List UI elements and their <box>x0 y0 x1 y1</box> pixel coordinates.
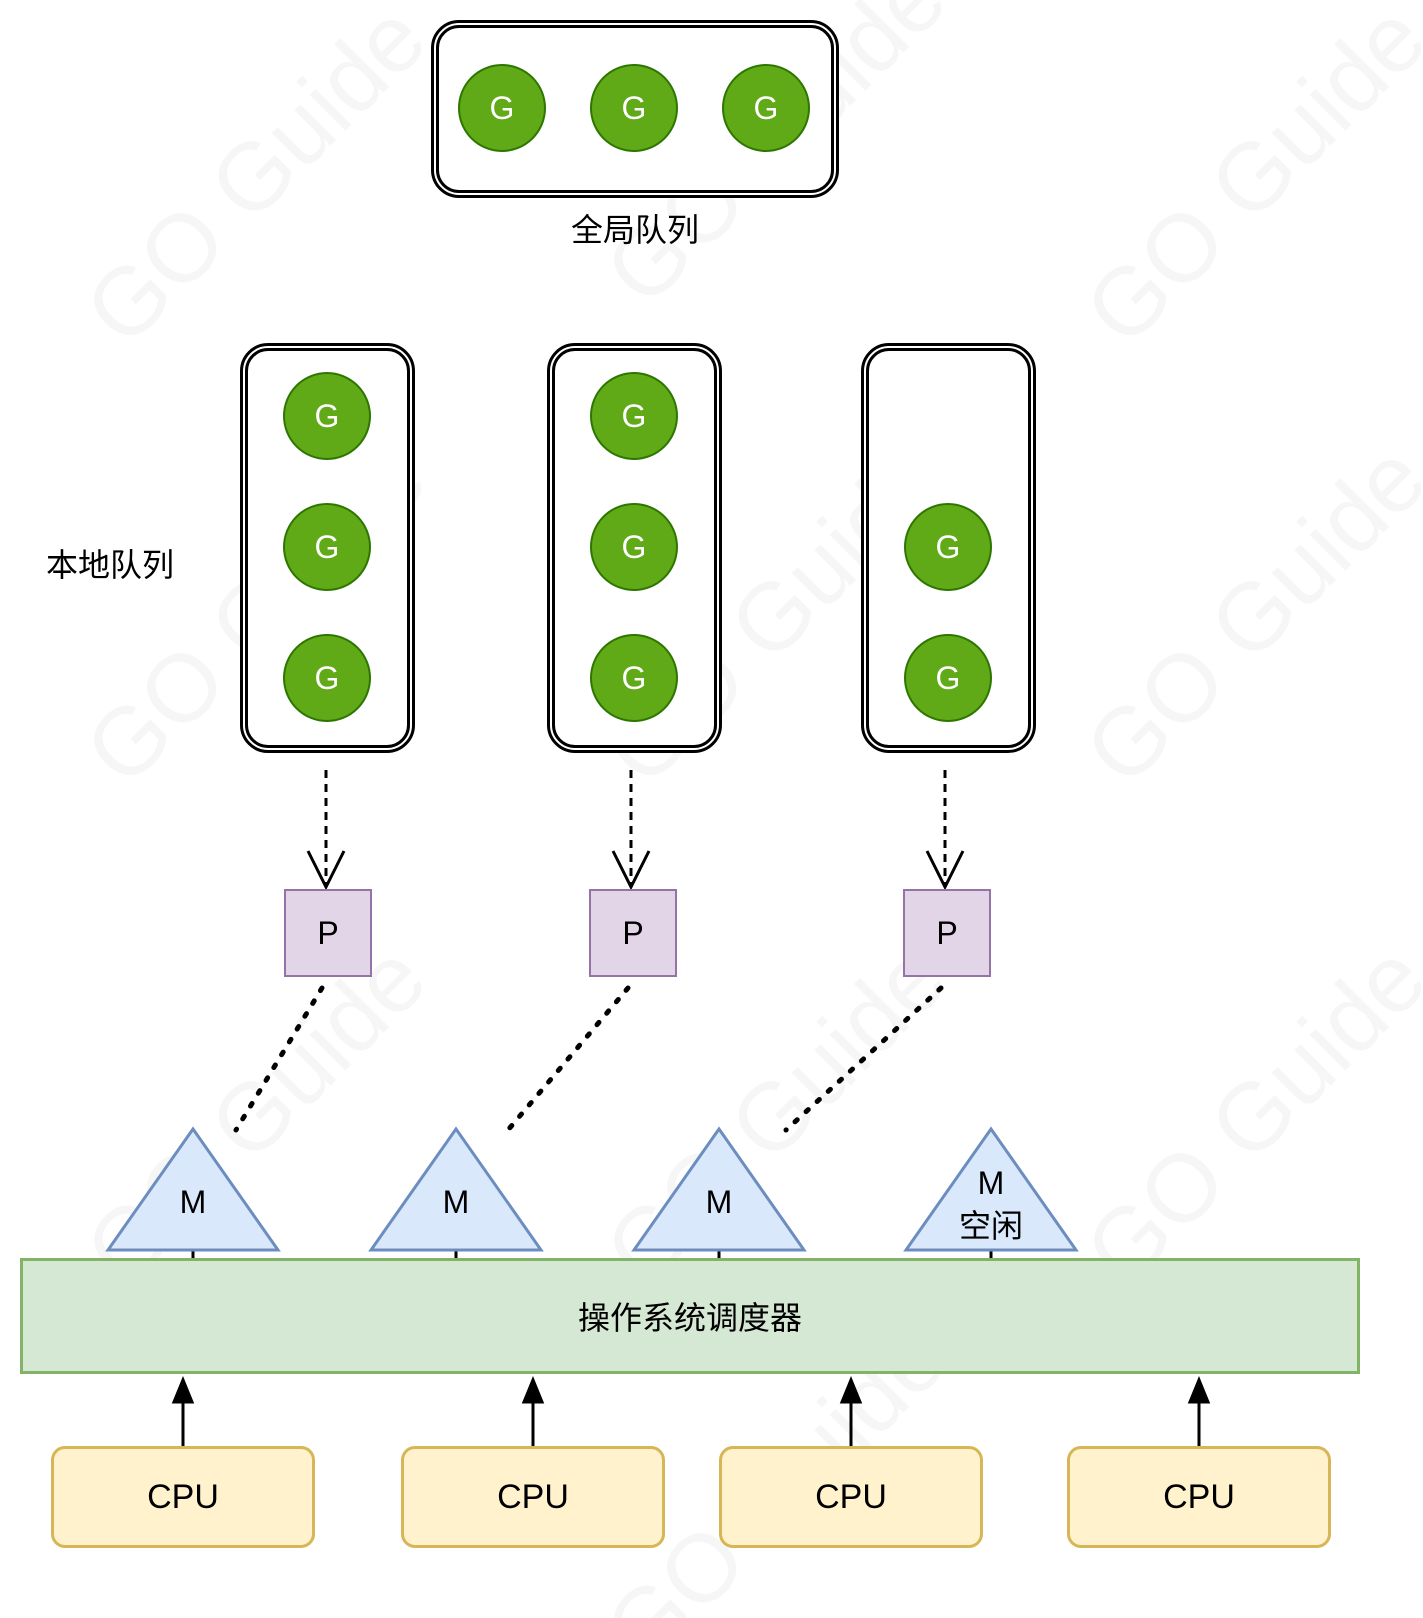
cpu-box: CPU <box>401 1446 665 1548</box>
arrowhead <box>1187 1376 1211 1404</box>
open-arrowhead <box>306 850 346 891</box>
machine-triangle <box>105 1126 281 1252</box>
dotted-link <box>233 985 325 1133</box>
open-arrowhead <box>611 850 651 891</box>
dotted-link <box>783 985 944 1133</box>
machine-label: M <box>705 1184 733 1220</box>
processor: P <box>284 889 372 977</box>
goroutine: G <box>283 634 371 722</box>
goroutine: G <box>590 503 678 591</box>
processor: P <box>903 889 991 977</box>
machine-triangle <box>903 1126 1079 1252</box>
goroutine: G <box>590 372 678 460</box>
machine-status: 空闲 <box>958 1207 1023 1245</box>
machine-label: M <box>977 1165 1005 1201</box>
processor: P <box>589 889 677 977</box>
cpu-box: CPU <box>719 1446 983 1548</box>
open-arrowhead <box>925 850 965 891</box>
dotted-link <box>505 985 631 1133</box>
machine-triangle <box>368 1126 544 1252</box>
machine-label: M <box>442 1184 470 1220</box>
global-queue-label: 全局队列 <box>570 211 699 249</box>
local-queue-label: 本地队列 <box>45 546 174 584</box>
goroutine: G <box>590 64 678 152</box>
cpu-box: CPU <box>1067 1446 1331 1548</box>
goroutine: G <box>722 64 810 152</box>
cpu-box: CPU <box>51 1446 315 1548</box>
goroutine: G <box>458 64 546 152</box>
goroutine: G <box>283 503 371 591</box>
goroutine: G <box>590 634 678 722</box>
machine-triangle <box>631 1126 807 1252</box>
arrowhead <box>839 1376 863 1404</box>
os-scheduler: 操作系统调度器 <box>20 1258 1360 1374</box>
arrowhead <box>521 1376 545 1404</box>
machine-label: M <box>179 1184 207 1220</box>
arrowhead <box>171 1376 195 1404</box>
goroutine: G <box>904 634 992 722</box>
goroutine: G <box>283 372 371 460</box>
goroutine: G <box>904 503 992 591</box>
